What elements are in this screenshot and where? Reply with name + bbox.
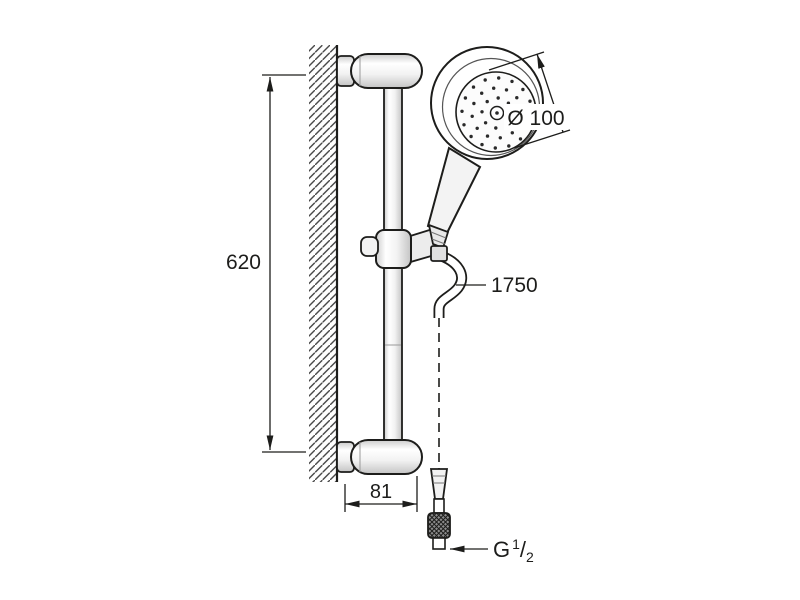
nozzle-dot <box>462 123 466 127</box>
nozzle-dot <box>521 87 525 92</box>
bottom-end-cap <box>350 439 423 475</box>
nozzle-dot <box>496 96 500 100</box>
cone-ridge-2 <box>431 238 446 245</box>
nozzle-dot <box>471 85 476 89</box>
nozzle-dot <box>475 126 479 130</box>
shower-handle <box>426 146 482 235</box>
shower-hose <box>433 249 468 469</box>
nozzle-dot <box>480 110 484 114</box>
nozzle-dot <box>472 101 476 106</box>
cone-ridge-1 <box>430 231 447 239</box>
nozzle-dot <box>510 131 514 135</box>
thread-slash: / <box>520 537 527 562</box>
dim-label-rail-height: 620 <box>226 251 261 274</box>
nozzle-dot <box>483 78 487 82</box>
dimension-hose-length: 1750 <box>456 274 538 297</box>
label-backplate <box>504 104 568 130</box>
nozzle-dot <box>498 136 502 140</box>
ext-line-diam-bottom <box>513 129 571 149</box>
connector-neck <box>433 498 445 514</box>
clamp-release-button <box>360 236 379 257</box>
nozzle-dot <box>497 76 501 80</box>
wall-section <box>309 45 339 482</box>
shower-rail <box>336 53 447 475</box>
nozzle-dot <box>528 99 532 103</box>
dim-label-hose-length: 1750 <box>491 274 538 297</box>
nozzle-dot <box>483 121 488 125</box>
dimension-rail-height: 620 <box>226 74 306 453</box>
nozzle-dot <box>485 99 489 104</box>
nozzle-dot <box>518 137 523 141</box>
thread-prefix: G <box>493 537 510 562</box>
dimension-wall-offset: 81 <box>344 476 418 512</box>
nozzle-dot <box>485 134 490 138</box>
nozzle-dot <box>470 114 474 119</box>
nozzle-dot <box>463 96 468 100</box>
top-end-cap <box>350 53 423 89</box>
nozzle-dot <box>469 134 473 139</box>
hose-end-connector <box>427 468 451 550</box>
nozzle-dot <box>504 88 509 92</box>
nozzle-dot <box>494 126 498 130</box>
hand-shower <box>426 46 544 262</box>
thread-numerator: 1 <box>512 536 520 552</box>
spray-center-dot <box>495 111 499 115</box>
nozzle-dot <box>480 91 484 95</box>
ext-line-diam-top <box>488 51 545 71</box>
nozzle-dot <box>493 146 497 150</box>
dimension-head-diameter: Ø 100 <box>488 51 571 149</box>
nozzle-dot <box>507 144 511 148</box>
nozzle-dot <box>515 96 519 100</box>
nozzle-dot <box>510 79 514 84</box>
knurled-nut <box>427 512 451 539</box>
nozzle-dot <box>460 109 464 114</box>
thread-stub <box>432 537 446 550</box>
dim-label-wall-offset: 81 <box>370 481 392 503</box>
thread-denominator: 2 <box>526 549 534 565</box>
glide-clamp <box>375 229 412 269</box>
nozzle-dot <box>480 142 484 147</box>
rail-top-bracket <box>336 53 423 89</box>
nozzle-dot <box>492 86 496 90</box>
hose-body <box>435 251 466 318</box>
handle-nut <box>430 245 448 262</box>
conical-hose-end <box>429 468 449 500</box>
rail-bottom-bracket <box>336 439 423 475</box>
dim-label-head-diameter: Ø 100 <box>507 107 564 130</box>
wall-hatching <box>309 45 337 482</box>
